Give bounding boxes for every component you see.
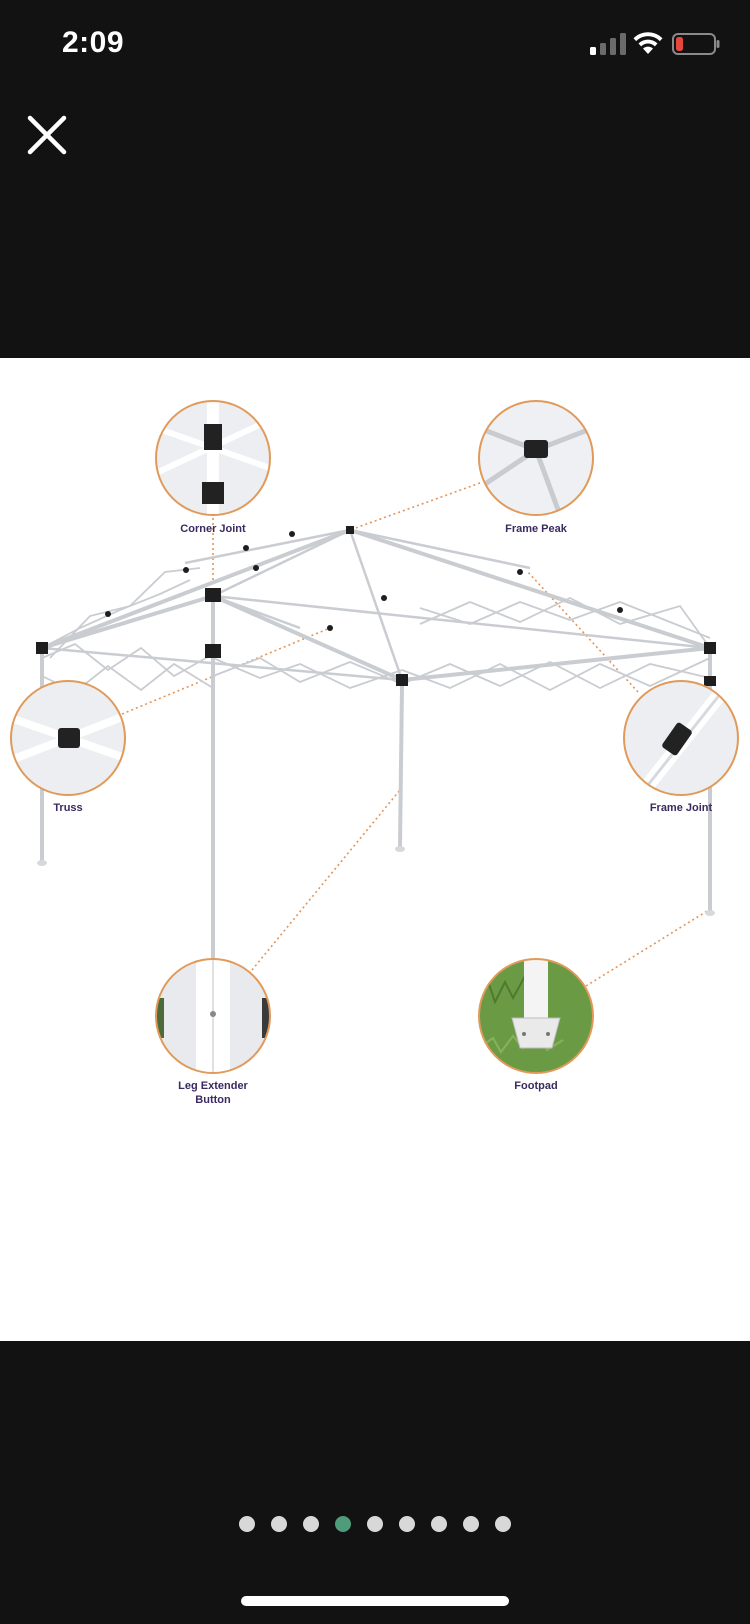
page-dot-2[interactable] [271, 1516, 287, 1532]
frame-joints [36, 526, 716, 686]
close-icon [27, 115, 67, 155]
product-image[interactable]: Corner Joint Frame Peak Truss Frame Join… [0, 358, 750, 1341]
page-dot-7[interactable] [431, 1516, 447, 1532]
truss-zigzag [41, 567, 711, 694]
tent-feet [37, 846, 715, 916]
wifi-icon [633, 32, 663, 54]
callout-frame-peak [478, 400, 594, 516]
callout-label-footpad: Footpad [514, 1080, 558, 1092]
callout-label-frame-peak: Frame Peak [505, 523, 567, 535]
battery-icon [672, 33, 720, 55]
callout-label-leg-extender: Leg Extender Button [178, 1080, 248, 1106]
page-dot-6[interactable] [399, 1516, 415, 1532]
page-dot-5[interactable] [367, 1516, 383, 1532]
page-dot-3[interactable] [303, 1516, 319, 1532]
callout-label-frame-joint: Frame Joint [649, 802, 713, 814]
signal-icon [590, 33, 626, 55]
page-dot-1[interactable] [239, 1516, 255, 1532]
status-bar: 2:09 [0, 0, 750, 90]
callout-corner-joint [155, 400, 271, 516]
page-dot-4[interactable] [335, 1516, 351, 1532]
callout-leg-extender [155, 958, 271, 1074]
leader-lines [121, 482, 713, 987]
callout-truss [10, 680, 126, 796]
callout-footpad [478, 958, 594, 1074]
page-dot-9[interactable] [495, 1516, 511, 1532]
close-button[interactable] [22, 110, 72, 160]
callout-label-truss: Truss [53, 802, 83, 814]
home-indicator[interactable] [241, 1596, 509, 1606]
callout-frame-joint [623, 680, 739, 796]
status-time: 2:09 [62, 26, 125, 59]
callout-label-corner-joint: Corner Joint [180, 523, 246, 535]
canopy-frame-diagram [10, 400, 739, 1074]
page-dot-8[interactable] [463, 1516, 479, 1532]
page-indicator [0, 1512, 750, 1536]
